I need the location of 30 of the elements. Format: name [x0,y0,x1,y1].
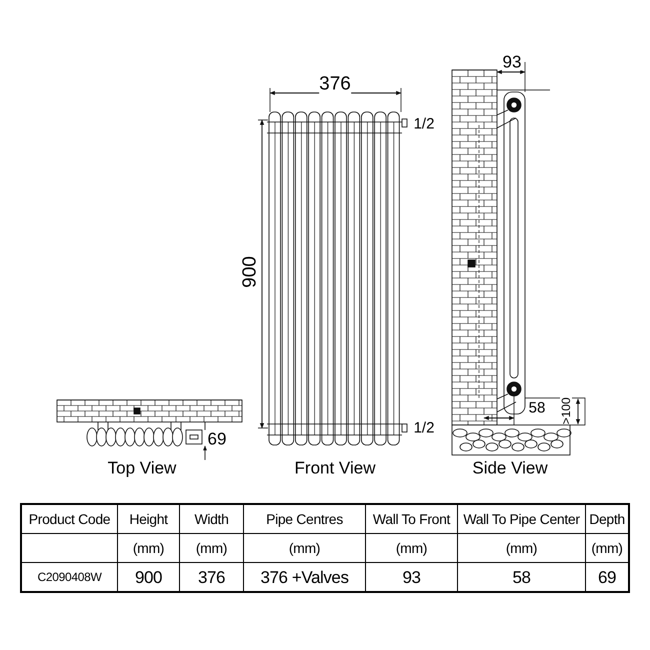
unit-label: (mm) [396,541,428,555]
unit-label: (mm) [132,541,164,555]
value-cell: 69 [598,568,616,586]
column-header: Height [129,512,168,526]
view-title: Side View [472,460,548,476]
value-cell: C2090408W [37,571,102,583]
view-title: Front View [294,460,376,476]
value-cell: 376 [198,568,226,586]
value-cell: 376 +Valves [260,568,349,586]
dimension-label: 58 [528,400,546,416]
column-header: Depth [589,512,625,526]
column-header: Product Code [28,512,110,526]
column-header: Wall To Pipe Center [463,512,580,526]
dimension-label: 69 [208,430,226,448]
column-header: Width [194,512,229,526]
view-title: Top View [108,460,176,476]
value-cell: 58 [512,568,531,586]
dimension-label: 93 [502,54,522,70]
unit-label: (mm) [506,541,538,555]
value-cell: 93 [402,568,421,586]
unit-label: (mm) [591,541,623,555]
dimension-label: 376 [319,74,351,94]
pipe-size-label: 1/2 [414,116,434,132]
value-cell: 900 [134,568,162,586]
pipe-size-label: 1/2 [414,420,434,436]
unit-label: (mm) [196,541,228,555]
dimension-label: >100 [560,397,572,425]
unit-label: (mm) [288,541,320,555]
column-header: Pipe Centres [266,512,343,526]
column-header: Wall To Front [372,512,450,526]
